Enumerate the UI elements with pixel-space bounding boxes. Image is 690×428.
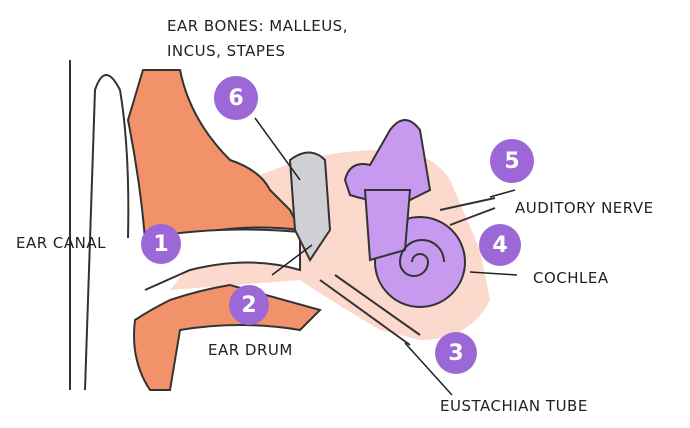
arrow-4 bbox=[469, 271, 518, 276]
arrow-5 bbox=[489, 189, 516, 198]
auditory-nerve bbox=[439, 197, 496, 226]
label-eustachian-tube: EUSTACHIAN TUBE bbox=[440, 397, 588, 415]
cochlea-spiral bbox=[398, 239, 445, 277]
label-auditory-nerve: AUDITORY NERVE bbox=[515, 199, 654, 217]
badge-4: 4 bbox=[479, 224, 521, 266]
badge-3: 3 bbox=[435, 332, 477, 374]
label-ear-drum: EAR DRUM bbox=[208, 341, 293, 359]
arrow-6 bbox=[254, 117, 301, 181]
label-ear-canal: EAR CANAL bbox=[16, 234, 107, 252]
title-line-2: INCUS, STAPES bbox=[167, 42, 286, 60]
arrow-3 bbox=[404, 342, 453, 396]
pinna-outline bbox=[69, 60, 130, 391]
label-cochlea: COCHLEA bbox=[533, 269, 609, 287]
badge-1: 1 bbox=[141, 224, 181, 264]
vestibule bbox=[363, 189, 412, 262]
outer-ear-lower bbox=[133, 283, 322, 391]
title-line-1: EAR BONES: MALLEUS, bbox=[167, 17, 348, 35]
badge-2: 2 bbox=[229, 285, 269, 325]
eustachian-tube bbox=[319, 274, 421, 346]
badge-5: 5 bbox=[490, 139, 534, 183]
badge-6: 6 bbox=[214, 76, 258, 120]
arrow-2 bbox=[271, 244, 313, 276]
